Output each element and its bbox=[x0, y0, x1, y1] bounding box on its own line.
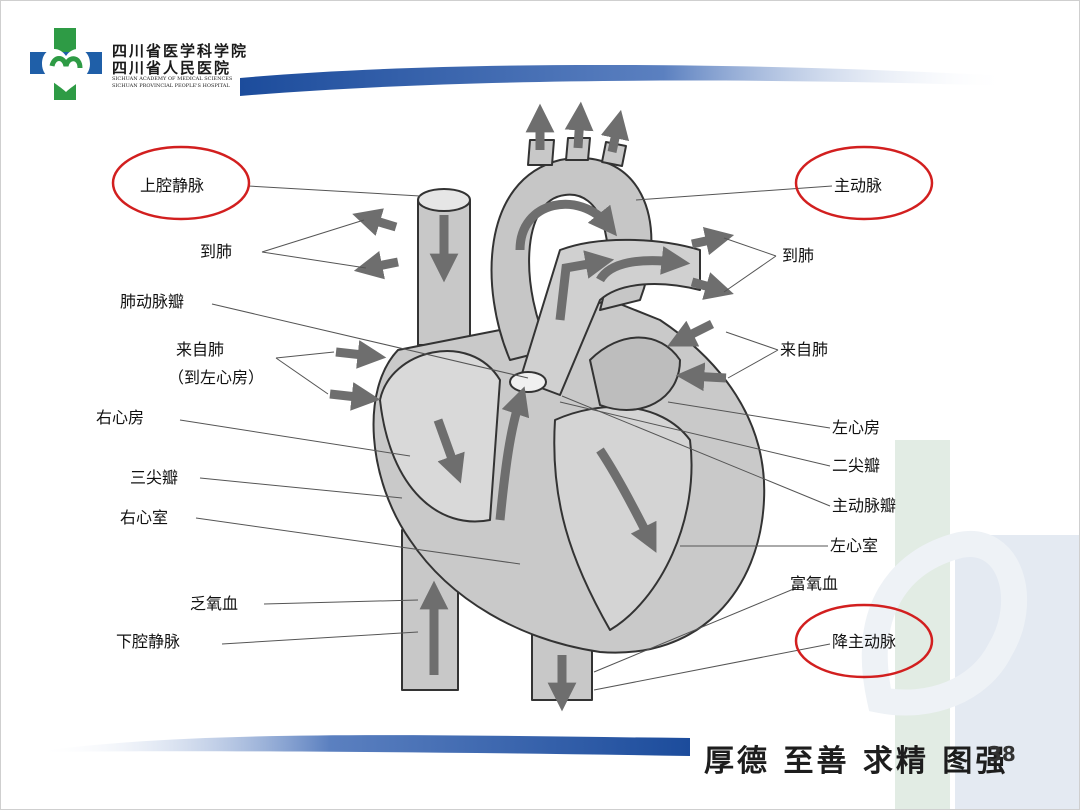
label-pulmonary-valve: 肺动脉瓣 bbox=[120, 292, 185, 311]
label-inferior-vena-cava: 下腔静脉 bbox=[116, 632, 181, 651]
hospital-logo bbox=[30, 28, 102, 100]
label-to-lung-left: 到肺 bbox=[200, 242, 233, 261]
label-right-atrium: 右心房 bbox=[96, 408, 145, 427]
label-from-lung-left: 来自肺 bbox=[176, 340, 225, 359]
label-right-ventricle: 右心室 bbox=[120, 508, 169, 527]
label-to-lung-right: 到肺 bbox=[782, 246, 815, 265]
label-descending-aorta: 降主动脉 bbox=[832, 632, 897, 651]
label-aorta: 主动脉 bbox=[834, 176, 883, 195]
label-aortic-valve: 主动脉瓣 bbox=[832, 496, 897, 515]
label-left-ventricle: 左心室 bbox=[830, 536, 879, 555]
label-to-left-atrium: （到左心房） bbox=[168, 368, 265, 387]
org-name-2: 四川省人民医院 bbox=[112, 59, 232, 77]
org-name-en-2: SICHUAN PROVINCIAL PEOPLE'S HOSPITAL bbox=[112, 83, 230, 89]
highlight-circle-aorta bbox=[794, 145, 934, 221]
highlight-circle-descending-aorta bbox=[794, 603, 934, 679]
org-name-en-1: SICHUAN ACADEMY OF MEDICAL SCIENCES bbox=[112, 76, 233, 82]
label-tricuspid-valve: 三尖瓣 bbox=[130, 468, 179, 487]
highlight-circle-svc bbox=[111, 145, 251, 221]
org-name-1: 四川省医学科学院 bbox=[112, 42, 249, 60]
label-from-lung-right: 来自肺 bbox=[780, 340, 829, 359]
footer-motto: 厚德 至善 求精 图强 bbox=[704, 744, 1009, 779]
label-deoxygenated-blood: 乏氧血 bbox=[190, 594, 239, 613]
label-superior-vena-cava: 上腔静脉 bbox=[140, 176, 205, 195]
left-atrium bbox=[589, 336, 681, 411]
label-left-atrium: 左心房 bbox=[832, 418, 881, 437]
label-mitral-valve: 二尖瓣 bbox=[832, 456, 881, 475]
label-oxygenated-blood: 富氧血 bbox=[790, 574, 839, 593]
page-number: 38 bbox=[988, 742, 1016, 766]
